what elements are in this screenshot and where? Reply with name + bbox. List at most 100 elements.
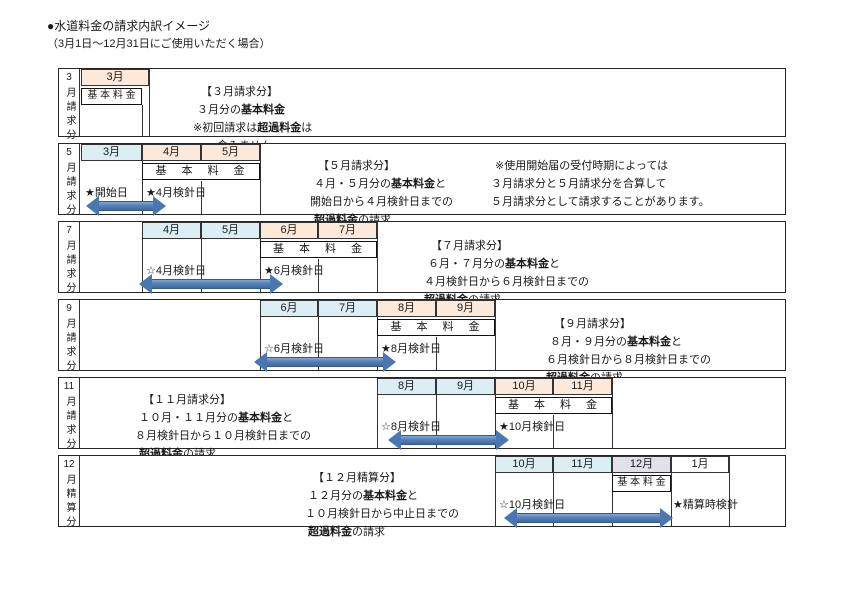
row-march-billing: 3 月請求分 3月 基 本 料 金 【３月請求分】 ３月分の基本料金 ※初回請求… <box>58 68 786 152</box>
page-subtitle: （3月1日～12月31日にご使用いただく場合） <box>47 38 271 50</box>
grid-line <box>318 259 319 292</box>
mark-meter-reading: ★10月検針日 <box>499 421 566 433</box>
month-cell: 6月 <box>260 222 318 239</box>
usage-period-arrow <box>504 508 673 528</box>
month-cell: 9月 <box>436 300 495 317</box>
grid-line <box>377 378 378 448</box>
page-title: ●水道料金の請求内訳イメージ <box>47 19 211 33</box>
desc-line: 開始日から４月検針日までの <box>310 196 453 208</box>
grid-line <box>495 395 496 448</box>
grid-line <box>142 105 143 136</box>
desc-line: ※初回請求は超過料金は <box>193 122 313 134</box>
billing-description: 【１２月精算分】 １２月分の基本料金と １０月検針日から中止日までの 超過料金の… <box>305 469 459 541</box>
row-side-text: 月請求分 <box>64 240 75 296</box>
desc-line: １２月分の基本料金と <box>308 490 418 502</box>
note-line: ３月請求分と５月請求分を合算して <box>491 178 667 190</box>
grid-line <box>377 222 378 292</box>
month-cell: 4月 <box>142 222 201 239</box>
grid-line <box>260 239 261 292</box>
billing-description: 【１１月請求分】 １０月・１１月分の基本料金と ８月検針日から１０月検針日までの… <box>135 391 311 463</box>
grid-line <box>318 317 319 370</box>
month-cell: 10月 <box>495 378 553 395</box>
grid-line <box>201 239 202 292</box>
grid-line <box>495 300 496 370</box>
month-cell: 3月 <box>81 69 149 86</box>
row-november-billing: 11 月請求分 8月 9月 10月 11月 基 本 料 金 ☆8月検針日 ★10… <box>58 377 786 460</box>
row-side-number: 3 <box>66 72 72 83</box>
billing-description: 【５月請求分】 ４月・５月分の基本料金と 開始日から４月検針日までの 超過料金の… <box>310 157 453 229</box>
row-side-text: 月請求分 <box>64 87 75 143</box>
month-cell: 3月 <box>81 144 142 161</box>
month-cell: 8月 <box>377 300 436 317</box>
desc-line: ３月分の基本料金 <box>197 104 285 116</box>
row-july-billing: 7 月請求分 4月 5月 6月 7月 基 本 料 金 ☆4月検針日 ★6月検針日… <box>58 221 786 306</box>
usage-period-arrow <box>254 352 396 372</box>
note-line: ５月請求分として請求することがあります。 <box>491 196 710 208</box>
grid-line <box>612 473 613 526</box>
mark-settlement-reading: ★精算時検針 <box>673 499 738 511</box>
row-side-label: 9 月請求分 <box>59 300 80 374</box>
grid-line <box>201 181 202 214</box>
grid-line <box>377 317 378 370</box>
row-side-text: 月請求分 <box>64 162 75 218</box>
desc-line: ４月・５月分の基本料金と <box>314 178 446 190</box>
grid-line <box>553 415 554 448</box>
month-cell: 7月 <box>318 300 377 317</box>
grid-line <box>495 456 496 526</box>
grid-line <box>142 222 143 292</box>
row-side-label: 11 月請求分 <box>59 378 80 452</box>
row-side-number: 5 <box>66 147 72 158</box>
mark-meter-reading: ☆6月検針日 <box>264 343 324 355</box>
billing-note: ※使用開始届の受付時期によっては ３月請求分と５月請求分を合算して ５月請求分と… <box>491 157 710 211</box>
basic-fee-box: 基 本 料 金 <box>81 88 142 105</box>
grid-line <box>149 69 150 136</box>
row-side-label: 3 月請求分 <box>59 69 80 143</box>
row-side-label: 5 月請求分 <box>59 144 80 218</box>
desc-line: ６月・７月分の基本料金と <box>428 258 560 270</box>
basic-fee-box: 基 本 料 金 <box>495 397 612 414</box>
note-line: ※使用開始届の受付時期によっては <box>495 160 669 172</box>
row-side-label: 12 月精算分 <box>59 456 80 530</box>
month-cell: 5月 <box>201 222 260 239</box>
row-side-number: 9 <box>66 303 72 314</box>
grid-line <box>260 300 261 370</box>
desc-line: 【３月請求分】 <box>201 86 278 98</box>
month-cell: 6月 <box>260 300 318 317</box>
usage-period-arrow <box>139 274 283 294</box>
month-cell: 7月 <box>318 222 377 239</box>
row-may-billing: 5 月請求分 3月 4月 5月 基 本 料 金 ★開始日 ★4月検針日 【５月請… <box>58 143 786 226</box>
grid-line <box>729 456 730 526</box>
month-cell: 4月 <box>142 144 201 161</box>
row-side-number: 11 <box>63 381 75 392</box>
desc-line: 超過料金の請求 <box>308 526 385 538</box>
month-cell: 8月 <box>377 378 436 395</box>
basic-fee-box: 基 本 料 金 <box>260 241 377 258</box>
row-side-number: 12 <box>63 459 75 470</box>
row-september-billing: 9 月請求分 6月 7月 8月 9月 基 本 料 金 ☆6月検針日 ★8月検針日… <box>58 299 786 384</box>
desc-line: 【７月請求分】 <box>431 240 508 252</box>
basic-fee-box: 基 本 料 金 <box>612 475 671 492</box>
desc-line: 【５月請求分】 <box>318 160 395 172</box>
grid-line <box>142 161 143 214</box>
month-cell: 11月 <box>553 456 612 473</box>
row-side-number: 7 <box>66 225 72 236</box>
month-cell: 12月 <box>612 456 671 473</box>
grid-line <box>260 144 261 214</box>
desc-line: １０月検針日から中止日までの <box>305 508 459 520</box>
month-cell: 9月 <box>436 378 495 395</box>
grid-line <box>436 337 437 370</box>
grid-line <box>612 378 613 448</box>
usage-period-arrow <box>388 430 509 450</box>
desc-line: 【１１月請求分】 <box>143 394 231 406</box>
row-side-text: 月精算分 <box>64 474 75 530</box>
desc-line: ８月・９月分の基本料金と <box>550 336 682 348</box>
desc-line: 【１２月精算分】 <box>313 472 401 484</box>
desc-line: ６月検針日から８月検針日までの <box>546 354 711 366</box>
usage-period-arrow <box>86 196 166 216</box>
month-cell: 1月 <box>671 456 729 473</box>
mark-meter-reading: ☆4月検針日 <box>146 265 206 277</box>
row-side-text: 月請求分 <box>64 318 75 374</box>
grid-line <box>553 473 554 526</box>
grid-line <box>436 395 437 448</box>
